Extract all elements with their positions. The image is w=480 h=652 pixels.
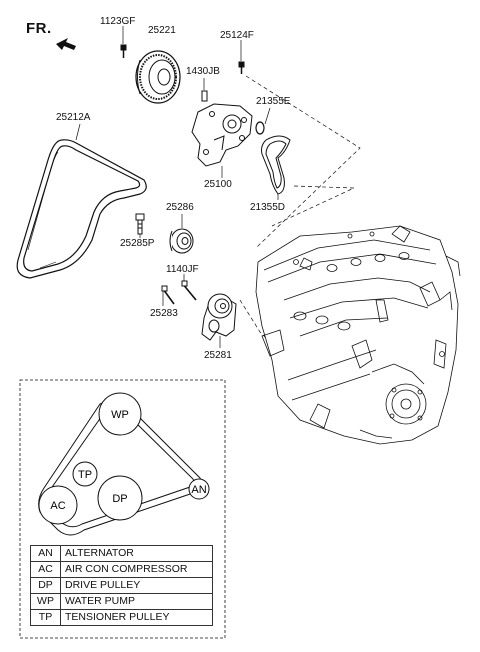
- part-label-1123gf: 1123GF: [100, 16, 136, 27]
- an-label: AN: [191, 484, 206, 496]
- bolt-1123gf: [120, 44, 127, 58]
- part-label-25283: 25283: [150, 308, 178, 319]
- part-label-21355d: 21355D: [250, 202, 286, 213]
- front-direction-label: FR.: [26, 20, 52, 37]
- front-direction-arrow-icon: [56, 38, 76, 50]
- part-label-25221: 25221: [148, 25, 176, 36]
- part-label-25285p: 25285P: [120, 238, 155, 249]
- drive-pulley: [97, 475, 143, 521]
- bolt-1140jf: [181, 280, 197, 301]
- part-label-25212a: 25212A: [56, 112, 91, 123]
- wp-label: WP: [111, 409, 129, 421]
- legend-row: AC AIR CON COMPRESSOR: [30, 561, 213, 578]
- bolt-25285p: [135, 213, 145, 235]
- tensioner-pulley: [72, 461, 98, 487]
- water-pump-pulley: [98, 392, 142, 436]
- bolt-25283: [161, 285, 175, 305]
- legend-name: ALTERNATOR: [60, 545, 213, 562]
- drive-belt-25212a: [16, 139, 147, 279]
- part-label-25281: 25281: [204, 350, 232, 361]
- legend-code: WP: [30, 593, 61, 610]
- part-label-1430jb: 1430JB: [186, 66, 220, 77]
- ac-label: AC: [50, 500, 65, 512]
- legend-code: DP: [30, 577, 61, 594]
- pin-1430jb: [201, 90, 208, 102]
- bolt-25124f: [238, 61, 245, 74]
- ac-compressor-pulley: [38, 485, 78, 525]
- legend-code: AN: [30, 545, 61, 562]
- legend-code: TP: [30, 609, 61, 626]
- tensioner-25281: [201, 293, 237, 341]
- legend-name: DRIVE PULLEY: [60, 577, 213, 594]
- legend-row: AN ALTERNATOR: [30, 545, 213, 562]
- legend-row: DP DRIVE PULLEY: [30, 577, 213, 594]
- part-label-21355e: 21355E: [256, 96, 291, 107]
- part-label-25100: 25100: [204, 179, 232, 190]
- legend-name: WATER PUMP: [60, 593, 213, 610]
- legend-row: WP WATER PUMP: [30, 593, 213, 610]
- pulley-legend-table: AN ALTERNATOR AC AIR CON COMPRESSOR DP D…: [30, 545, 213, 626]
- legend-name: TENSIONER PULLEY: [60, 609, 213, 626]
- dp-label: DP: [112, 493, 127, 505]
- engine-assembly: [255, 225, 461, 445]
- idler-pulley-25286: [169, 228, 194, 254]
- tp-label: TP: [78, 469, 92, 481]
- gasket-21355d: [261, 135, 291, 195]
- legend-row: TP TENSIONER PULLEY: [30, 609, 213, 626]
- water-pump-25100: [191, 103, 253, 167]
- belt-routing-panel: [19, 379, 226, 639]
- crank-pulley-25221: [135, 50, 181, 104]
- legend-code: AC: [30, 561, 61, 578]
- part-label-25286: 25286: [166, 202, 194, 213]
- o-ring-21355e: [255, 121, 265, 135]
- part-label-1140jf: 1140JF: [166, 264, 199, 275]
- alternator-pulley: [188, 478, 210, 500]
- legend-name: AIR CON COMPRESSOR: [60, 561, 213, 578]
- part-label-25124f: 25124F: [220, 30, 254, 41]
